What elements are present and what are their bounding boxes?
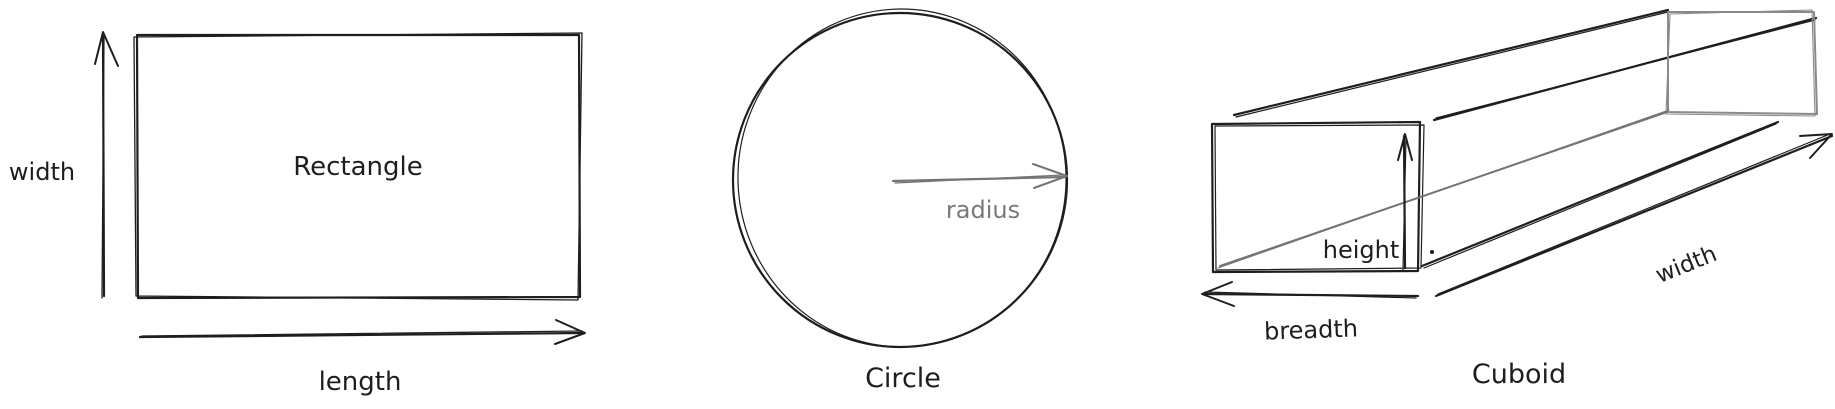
circle-shape-stroke (737, 8, 1067, 348)
cuboid-width-arrow (1434, 133, 1834, 298)
cuboid-title: Cuboid (1472, 359, 1566, 390)
cuboid-dot (1430, 250, 1434, 254)
cuboid-height-label: height (1323, 236, 1400, 264)
circle-title: Circle (865, 363, 941, 394)
circle-figure: radius Circle (731, 8, 1069, 394)
cuboid-front-face (1210, 120, 1422, 274)
cuboid-back-face-stroke (1665, 9, 1816, 117)
cuboid-top-left-edge-stroke (1235, 11, 1669, 118)
rect-width-arrow (94, 31, 119, 299)
rect-width-label: width (9, 158, 75, 186)
rectangle-title: Rectangle (293, 152, 423, 182)
rectangle-shape-stroke (133, 32, 583, 301)
cuboid-bottom-edge-stroke (1423, 123, 1777, 269)
rectangle-shape (135, 33, 582, 300)
rect-length-label: length (319, 367, 402, 397)
rect-length-arrow (138, 319, 586, 345)
cuboid-front-face-stroke (1214, 124, 1425, 271)
cuboid-width-label: width (1652, 241, 1721, 289)
cuboid-height-arrow (1397, 133, 1413, 271)
cuboid-bottom-edge (1420, 120, 1780, 268)
cuboid-breadth-label: breadth (1264, 314, 1359, 345)
cuboid-breadth-arrow (1201, 281, 1420, 307)
cuboid-hidden-diagonal-stroke (1217, 109, 1670, 269)
circle-radius-label: radius (946, 196, 1020, 224)
cuboid-top-right-edge-stroke (1435, 19, 1816, 119)
cuboid-top-left-edge (1232, 8, 1670, 117)
circle-radius-arrow (891, 163, 1068, 189)
rectangle-figure: Rectangle width length (9, 31, 586, 397)
cuboid-figure: height breadth width Cuboid (1201, 8, 1834, 390)
cuboid-back-face (1667, 11, 1818, 115)
